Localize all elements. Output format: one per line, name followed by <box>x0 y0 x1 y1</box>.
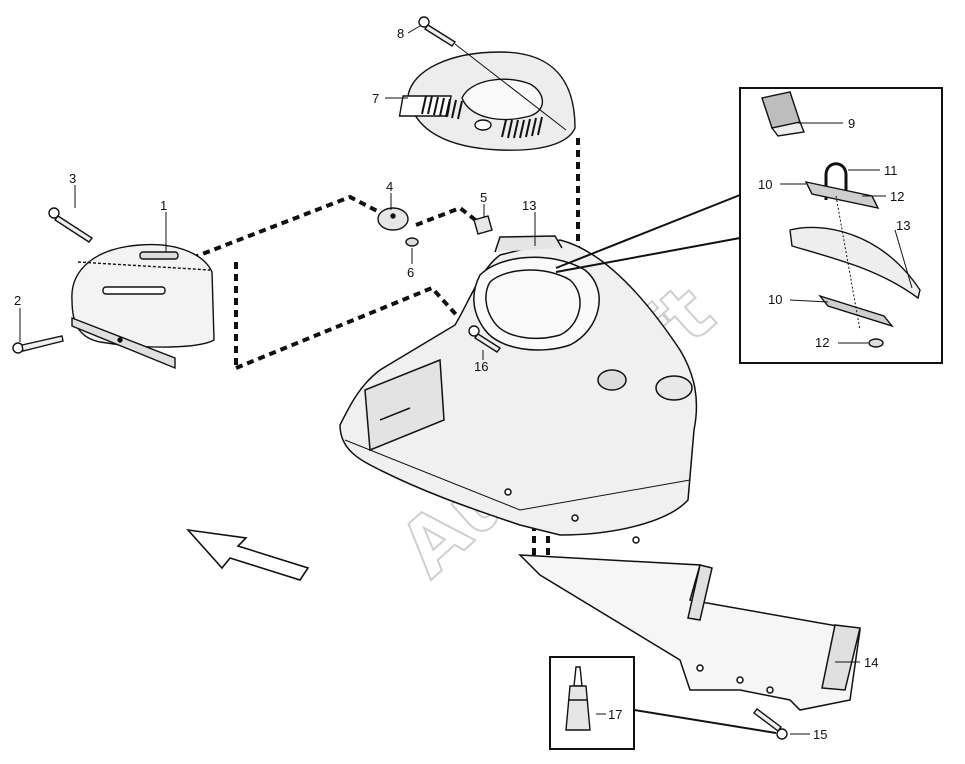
part-13-main-housing <box>339 235 698 544</box>
part-3-screw <box>48 207 94 243</box>
direction-arrow-icon <box>185 528 310 581</box>
part-10-plate-lower <box>818 294 894 328</box>
leader-lines <box>19 25 913 735</box>
part-9-handle <box>761 91 805 137</box>
callout-16: 16 <box>474 359 488 374</box>
callout-15: 15 <box>813 727 827 742</box>
callout-6: 6 <box>407 265 414 280</box>
part-4-grommet <box>377 207 409 231</box>
callout-labels: 1 2 3 4 5 6 7 8 9 10 10 11 12 12 13 13 1… <box>14 26 910 742</box>
callout-4: 4 <box>386 179 393 194</box>
callout-12a: 12 <box>890 189 904 204</box>
callout-1: 1 <box>160 198 167 213</box>
part-8-screw <box>418 16 567 131</box>
callout-5: 5 <box>480 190 487 205</box>
detail-box <box>555 87 943 364</box>
detail-box-17 <box>549 656 777 750</box>
callout-17: 17 <box>608 707 622 722</box>
callout-9: 9 <box>848 116 855 131</box>
part-13-panel-detail <box>789 226 921 300</box>
callout-8: 8 <box>397 26 404 41</box>
callout-3: 3 <box>69 171 76 186</box>
callout-10a: 10 <box>758 177 772 192</box>
callout-2: 2 <box>14 293 21 308</box>
part-16-screw <box>468 325 502 353</box>
part-2-screw <box>12 335 64 354</box>
part-5-nut <box>473 215 493 235</box>
callout-14: 14 <box>864 655 878 670</box>
part-14-bracket <box>518 554 861 711</box>
callout-13a: 13 <box>522 198 536 213</box>
part-7-upper-cover <box>398 51 576 151</box>
part-11-u-bolt <box>824 162 848 200</box>
callout-7: 7 <box>372 91 379 106</box>
part-12-nut-lower <box>868 338 884 348</box>
part-1-side-cover <box>71 243 215 370</box>
part-17-adhesive-bottle <box>565 666 591 731</box>
part-15-screw <box>753 708 788 740</box>
callout-13b: 13 <box>896 218 910 233</box>
callout-12b: 12 <box>815 335 829 350</box>
part-6-washer <box>405 237 419 247</box>
part-10-plate-upper <box>804 181 880 209</box>
callout-10b: 10 <box>768 292 782 307</box>
callout-11: 11 <box>884 163 898 178</box>
